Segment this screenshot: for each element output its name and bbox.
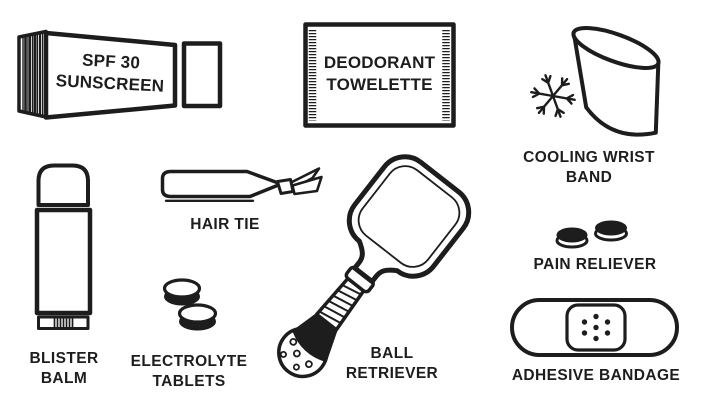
hair-tie-band	[160, 169, 283, 199]
towelette-packet	[303, 22, 456, 128]
tablet-1	[162, 278, 202, 306]
blister-balm-label-line2: BALM	[40, 369, 88, 387]
deodorant-label-line1: DEODORANT	[323, 53, 436, 72]
deodorant-label-line2: TOWELETTE	[326, 75, 433, 94]
sunscreen-tube-icon	[17, 29, 223, 120]
deodorant-towelette-icon	[303, 22, 456, 128]
balm-body	[34, 207, 93, 316]
balm-cap	[36, 163, 90, 207]
sunscreen-label: SPF 30 SUNSCREEN	[47, 48, 174, 98]
cooling-wrist-band-label-line2: BAND	[565, 168, 613, 186]
bandage-vent-dots	[581, 313, 611, 342]
electrolyte-tablets-icon	[162, 278, 218, 331]
electrolyte-tablets-label-line2: TABLETS	[152, 372, 226, 390]
ball-retriever-icon	[277, 154, 472, 379]
ball-retriever-label-line2: RETRIEVER	[345, 364, 439, 382]
electrolyte-tablets-label: ELECTROLYTE TABLETS	[117, 352, 261, 391]
cooling-wrist-band-label: COOLING WRIST BAND	[508, 148, 670, 187]
pill-1	[555, 227, 589, 249]
cooling-wrist-band-icon	[527, 26, 661, 137]
ball-retriever-label: BALL RETRIEVER	[330, 344, 454, 383]
pickleball-holes	[279, 337, 313, 371]
retriever-cup	[292, 312, 338, 362]
ball-retriever-label-line1: BALL	[370, 345, 414, 362]
pill-2	[594, 220, 628, 242]
cooling-wrist-band-label-line1: COOLING WRIST	[523, 149, 655, 166]
sunscreen-tube-body	[43, 30, 178, 120]
sunscreen-crimp-barcode	[22, 31, 44, 117]
blister-balm-icon	[34, 163, 93, 330]
adhesive-bandage-icon	[510, 298, 679, 357]
sunscreen-cap	[181, 41, 223, 109]
hair-tie-label: HAIR TIE	[190, 216, 260, 233]
snowflake-icon	[527, 71, 579, 121]
tablet-2	[177, 303, 218, 331]
paddle-face-inner-line	[357, 165, 461, 268]
paddle-grip-wrap-lines	[318, 284, 363, 325]
deodorant-label: DEODORANT TOWELETTE	[317, 52, 442, 96]
pain-reliever-pills-icon	[555, 220, 628, 249]
wrist-band-opening	[571, 26, 661, 70]
hair-tie-icon	[160, 167, 323, 202]
balm-dial-ribs	[53, 317, 74, 328]
hair-tie-knot	[276, 178, 295, 195]
blister-balm-label: BLISTER BALM	[13, 349, 115, 388]
blister-balm-label-line1: BLISTER	[29, 350, 99, 367]
adhesive-bandage-label: ADHESIVE BANDAGE	[511, 367, 681, 384]
pain-reliever-label: PAIN RELIEVER	[533, 256, 657, 273]
electrolyte-tablets-label-line1: ELECTROLYTE	[130, 353, 248, 370]
